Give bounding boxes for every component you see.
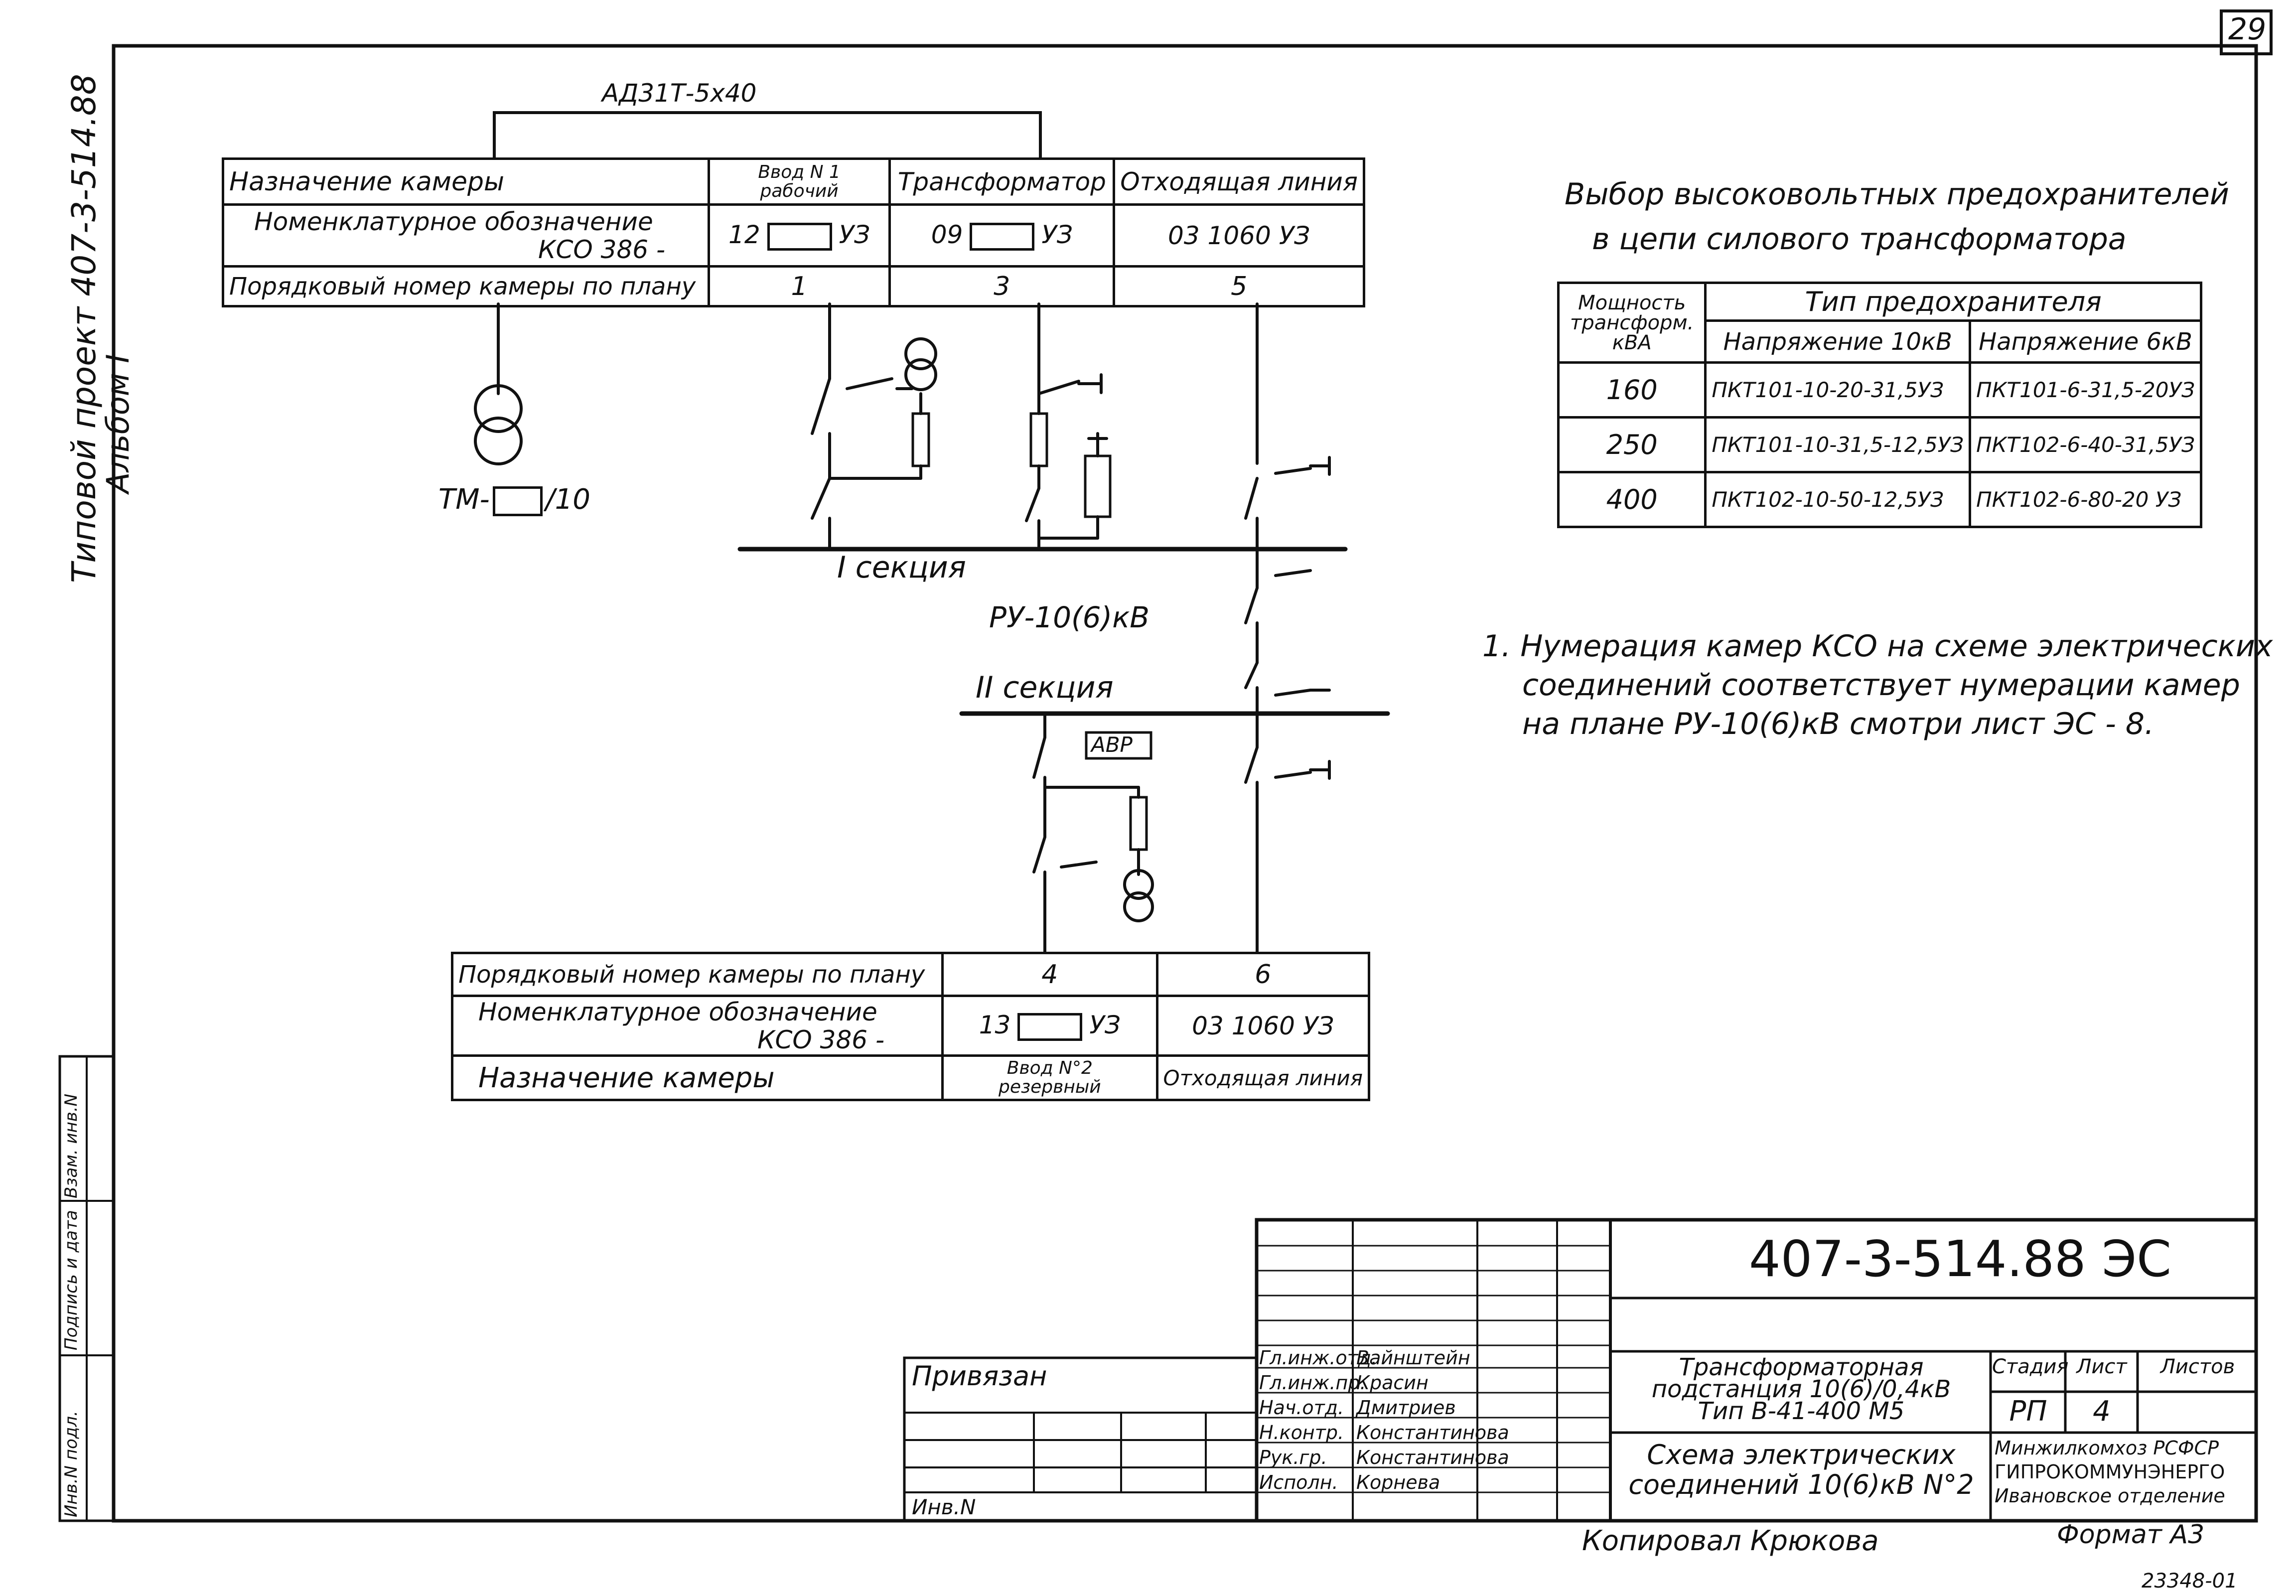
bottom-col6-purpose: Отходящая линия	[1155, 1054, 1371, 1101]
fuse-head-6kv: Напряжение 6кВ	[1969, 319, 2202, 364]
transformer-label: ТМ-/10	[438, 483, 590, 516]
left-project-label: Типовой проект 407-3-514.88	[65, 74, 103, 583]
top-col3-number: 3	[888, 265, 1116, 307]
top-col5-purpose: Отходящая линия	[1113, 157, 1365, 206]
top-col3-purpose: Трансформатор	[888, 157, 1116, 206]
archive-number: 23348-01	[2142, 1570, 2238, 1593]
fuse-table-title-line1: Выбор высоковольтных предохранителей	[1565, 177, 2229, 212]
stamp-inv-podl: Инв.N подл.	[61, 1411, 81, 1517]
avr-label: АВР	[1091, 732, 1133, 757]
top-col5-code: 03 1060 УЗ	[1113, 203, 1365, 268]
power-transformer-lower-coil	[474, 417, 523, 465]
fuse-head-10kv: Напряжение 10кВ	[1704, 319, 1972, 364]
copied-by: Копировал Крюкова	[1582, 1525, 1879, 1557]
fuse-row-6kv: ПКТ101-6-31,5-20УЗ	[1969, 361, 2202, 419]
fuse-row-power: 160	[1557, 361, 1707, 419]
inv-n-label: Инв.N	[912, 1495, 976, 1519]
fuse-row-6kv: ПКТ102-6-40-31,5УЗ	[1969, 416, 2202, 473]
bottom-row-purpose-label: Назначение камеры	[450, 1054, 944, 1101]
power-transformer-upper-coil	[474, 384, 523, 433]
fuse-row-10kv: ПКТ101-10-31,5-12,5УЗ	[1704, 416, 1972, 473]
switchgear-label: РУ-10(6)кВ	[989, 600, 1150, 634]
bottom-col4-number: 4	[941, 952, 1158, 997]
fuse-head-type: Тип предохранителя	[1704, 282, 2202, 322]
note-line1: 1. Нумерация камер КСО на схеме электрич…	[1482, 629, 2273, 664]
stamp-vzam: Взам. инв.N	[61, 1093, 81, 1198]
doc-code: 407-3-514.88 ЭС	[1749, 1230, 2171, 1288]
fuse-row-10kv: ПКТ101-10-20-31,5УЗ	[1704, 361, 1972, 419]
bottom-camera-table: Порядковый номер камеры по плану 4 6 Ном…	[450, 952, 1371, 1101]
busbar-bracket	[493, 111, 1042, 159]
fuse-row-6kv: ПКТ102-6-80-20 УЗ	[1969, 471, 2202, 528]
top-col5-number: 5	[1113, 265, 1365, 307]
format-label: Формат А3	[2057, 1520, 2205, 1550]
blank-code-box	[970, 222, 1035, 251]
blank-code-box	[767, 222, 832, 251]
section-2-label: II секция	[976, 670, 1114, 705]
stage-value: РП	[2009, 1395, 2047, 1428]
fuse-row-power: 400	[1557, 471, 1707, 528]
sheet-number-box	[2220, 9, 2273, 55]
top-row-purpose-label: Назначение камеры	[222, 157, 710, 206]
stamp-podpis: Подпись и дата	[61, 1210, 81, 1350]
section-1-label: I секция	[837, 550, 966, 585]
avr-box	[1085, 731, 1152, 760]
stage-head: Стадия	[1992, 1355, 2069, 1378]
note-line3: на плане РУ-10(6)кВ смотри лист ЭС - 8.	[1522, 707, 2154, 741]
bottom-row-number-label: Порядковый номер камеры по плану	[450, 952, 944, 997]
left-album-label: Альбом I	[100, 354, 136, 493]
sheet-head: Лист	[2076, 1355, 2127, 1378]
sheet-value: 4	[2093, 1395, 2111, 1428]
bottom-col6-number: 6	[1155, 952, 1371, 997]
top-row-code-label: Номенклатурное обозначение КСО 386 -	[222, 203, 710, 268]
note-line2: соединений соответствует нумерации камер	[1522, 668, 2240, 703]
top-row-number-label: Порядковый номер камеры по плану	[222, 265, 710, 307]
top-col1-number: 1	[707, 265, 891, 307]
fuse-row-10kv: ПКТ102-10-50-12,5УЗ	[1704, 471, 1972, 528]
sheets-head: Листов	[2160, 1355, 2235, 1378]
role-column: Гл.инж.отд.Гл.инж.пр.Нач.отд. Н.контр.Ру…	[1259, 1347, 1378, 1493]
bottom-col6-code: 03 1060 УЗ	[1155, 995, 1371, 1057]
fuse-table-title-line2: в цепи силового трансформатора	[1592, 222, 2127, 257]
sheet-corner-number: 29	[2228, 12, 2267, 47]
blank-code-box	[1017, 1013, 1083, 1041]
busbar-label: АД31Т-5х40	[602, 79, 757, 108]
blank-power-box	[492, 486, 543, 516]
bottom-row-code-label: Номенклатурное обозначение КСО 386 -	[450, 995, 944, 1057]
privyazan-label: Привязан	[912, 1360, 1047, 1392]
fuse-row-power: 250	[1557, 416, 1707, 473]
organization: Минжилкомхоз РСФСР ГИПРОКОММУНЭНЕРГО Ива…	[1995, 1437, 2225, 1507]
